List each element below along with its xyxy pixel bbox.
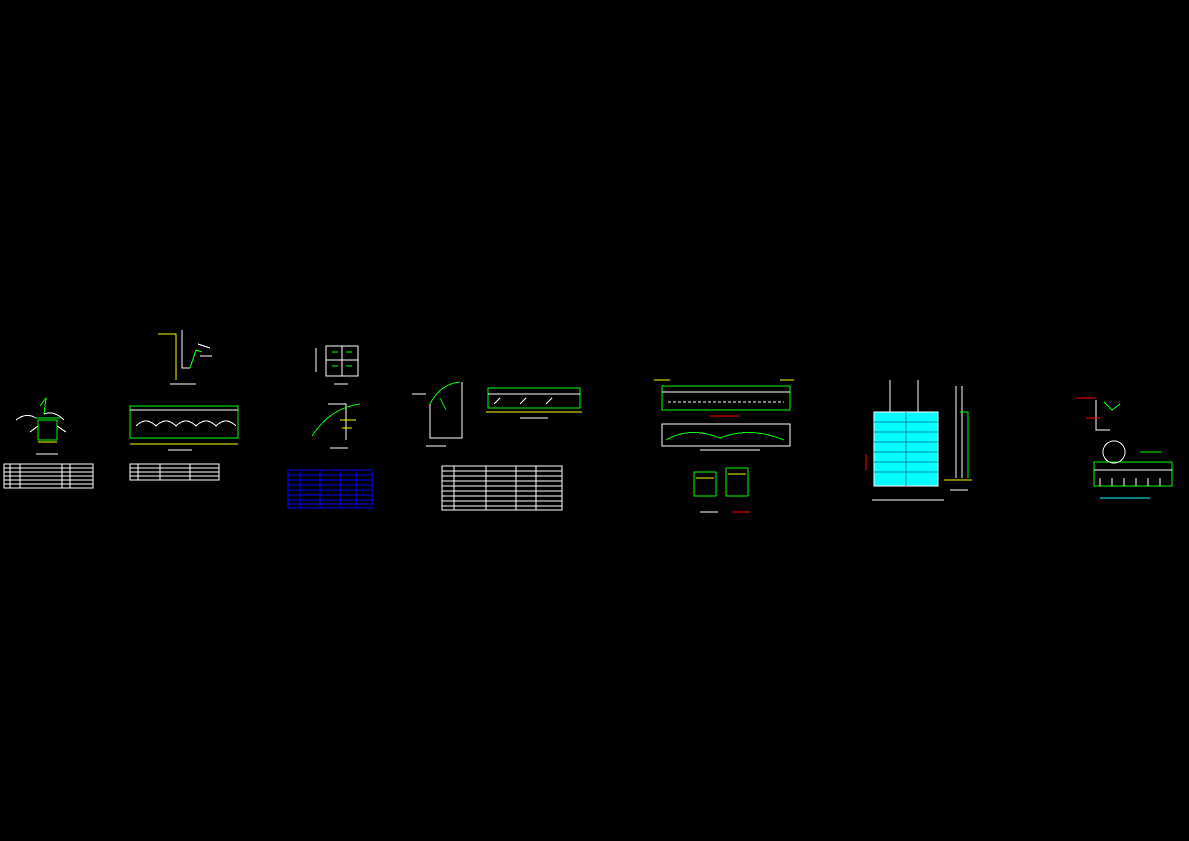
pit-section <box>15 396 67 455</box>
culvert-section <box>661 423 791 451</box>
detail-6[interactable] <box>865 380 972 501</box>
retaining-wall-section <box>158 330 212 385</box>
material-table-1 <box>3 463 94 489</box>
detail-1[interactable] <box>3 396 94 489</box>
detail-2[interactable] <box>129 330 239 481</box>
gate-side-view <box>944 386 972 491</box>
detail-4[interactable] <box>412 381 582 511</box>
detail-7[interactable] <box>1076 397 1173 499</box>
plan-view <box>315 345 359 385</box>
quantity-table-4 <box>441 465 563 511</box>
curved-section <box>311 403 361 449</box>
detail-3[interactable] <box>287 345 373 509</box>
outlet-elevation <box>1093 440 1173 499</box>
material-table-2 <box>129 463 220 481</box>
detail-5[interactable] <box>654 379 794 513</box>
quantity-table-blue <box>287 469 373 509</box>
culvert-elevation <box>654 379 794 417</box>
outlet-section <box>1076 397 1121 431</box>
long-elevation <box>129 405 239 451</box>
box-details <box>693 467 750 513</box>
channel-elevation <box>486 387 582 419</box>
gate-elevation <box>865 380 944 501</box>
slope-section <box>412 381 463 447</box>
